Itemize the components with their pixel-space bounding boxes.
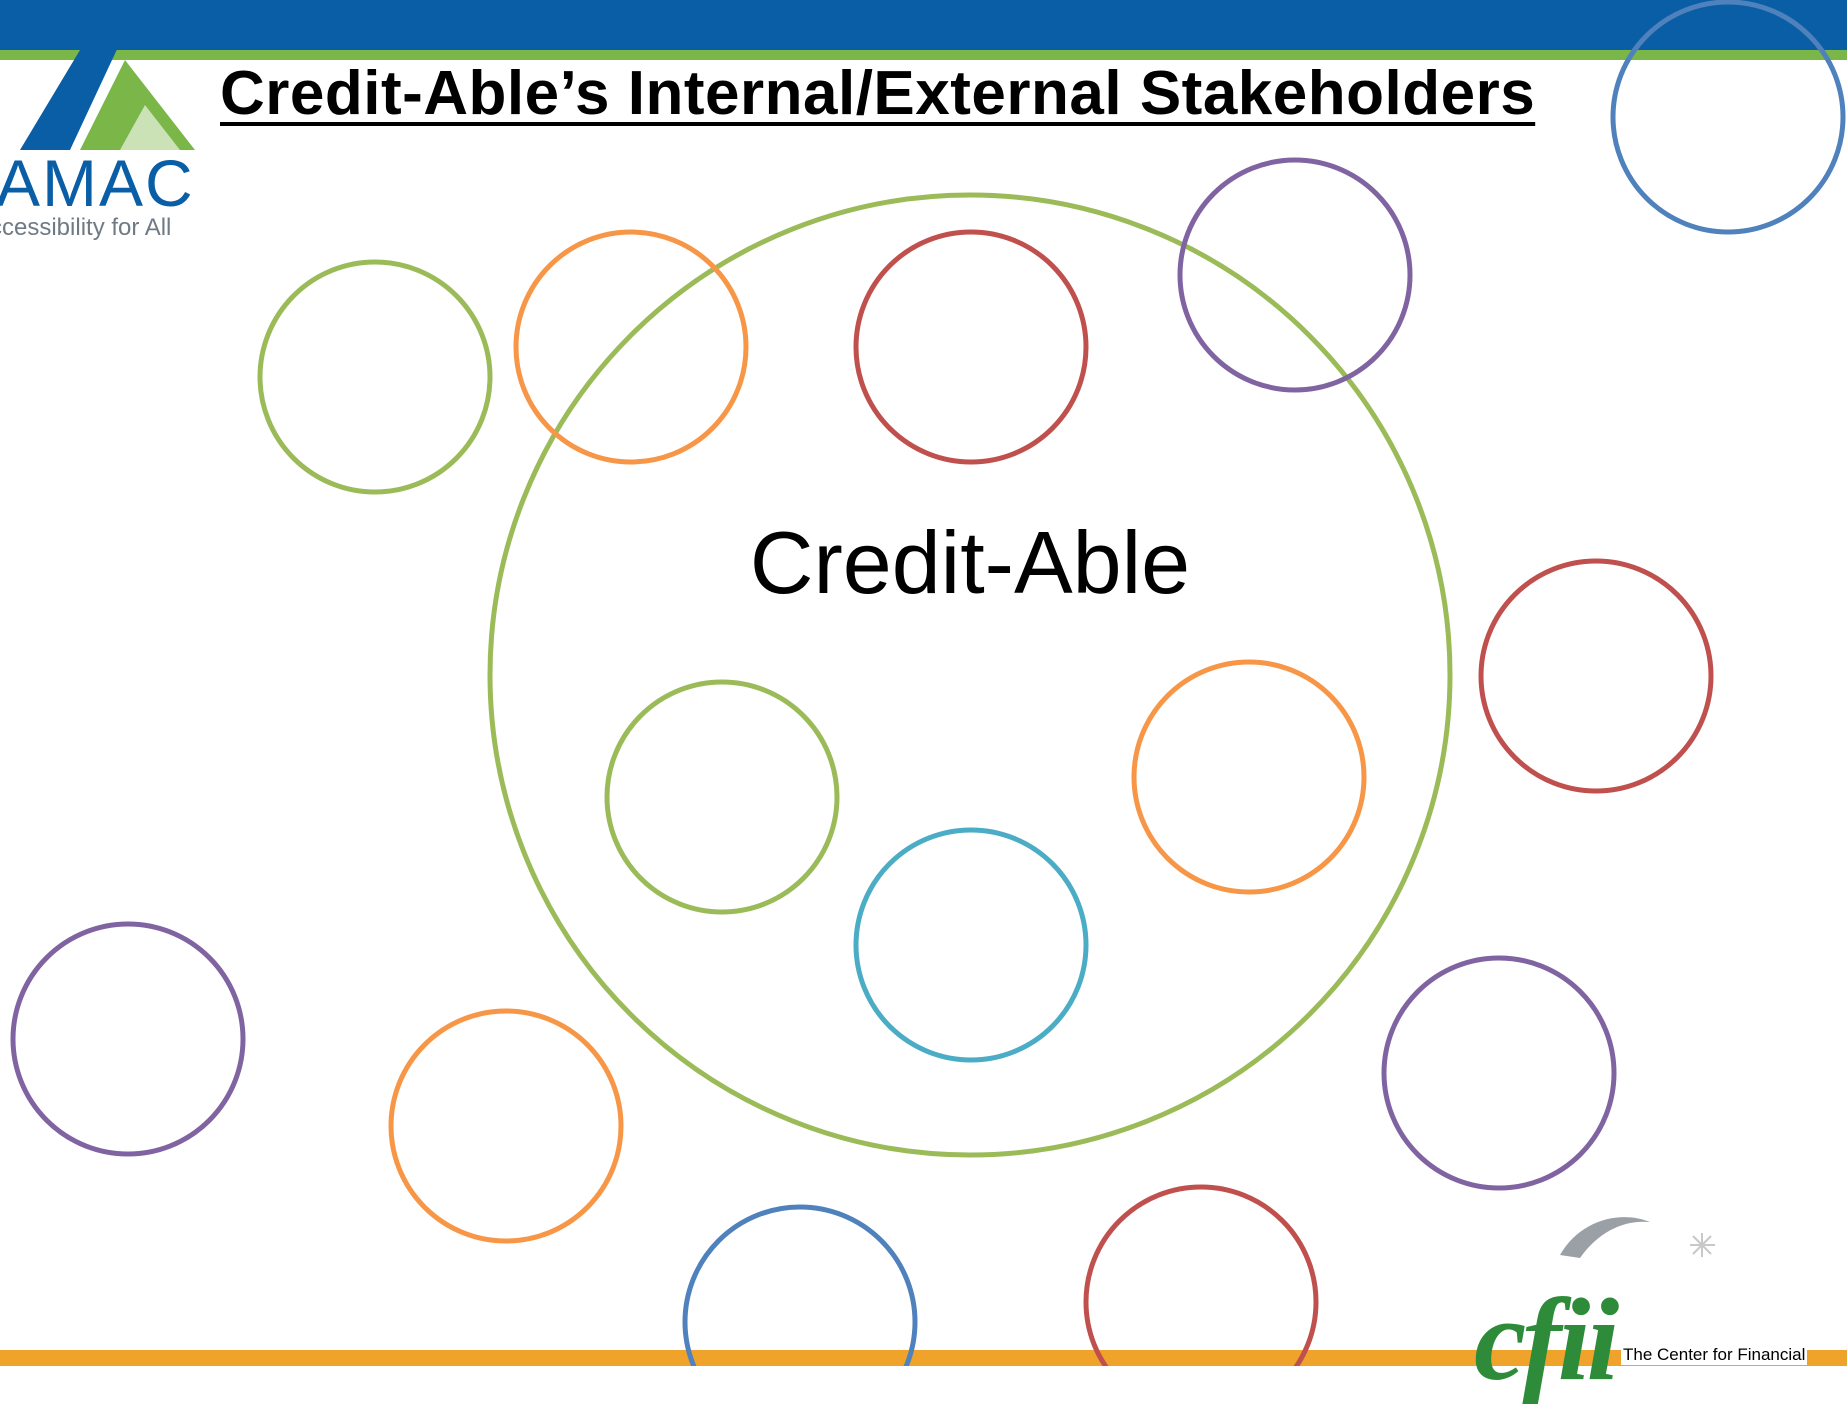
slide-title: Credit-Able’s Internal/External Stakehol… [220,59,1536,128]
header-blue-band [0,0,1847,50]
stakeholder-circle [1083,1184,1319,1366]
header-green-band [0,50,1847,60]
stakeholder-circle [853,229,1089,465]
cfii-swoosh-icon [1560,1217,1715,1258]
amac-logo-tagline: ccessibility for All [0,214,172,241]
footer-orange-band [0,1350,1847,1366]
stakeholder-circle [604,679,840,915]
cfii-logo-text: cfii [1474,1274,1619,1405]
amac-logo: AMAC ccessibility for All [0,0,260,250]
cfii-logo: cfii The Center for Financial [1450,1200,1847,1405]
amac-logo-text: AMAC [0,146,195,220]
cfii-logo-subtitle: The Center for Financial [1621,1345,1808,1365]
stakeholder-circle [257,259,493,495]
amac-mountain-icon [20,0,195,150]
stakeholder-circle [1610,0,1846,235]
stakeholder-circle [513,229,749,465]
stakeholder-circle [1478,558,1714,794]
stakeholder-circle [682,1204,918,1366]
stakeholder-circles [10,0,1846,1366]
stakeholder-circle [1381,955,1617,1191]
stakeholder-circle [388,1008,624,1244]
stakeholder-circle [10,921,246,1157]
stakeholder-circle [1177,157,1413,393]
organization-label: Credit-Able [749,513,1191,612]
stakeholder-diagram [10,0,1846,1366]
stakeholder-circle [853,827,1089,1063]
organization-boundary-circle [487,192,1453,1158]
stakeholder-circle [1131,659,1367,895]
